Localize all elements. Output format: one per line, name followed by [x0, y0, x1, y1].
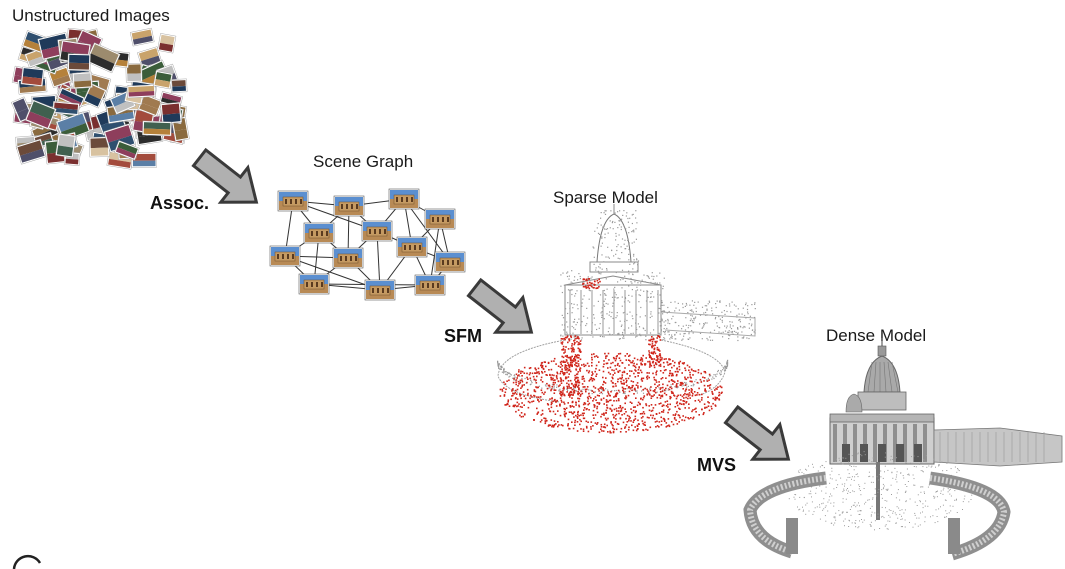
collage-photo: [131, 152, 157, 168]
mvs-step-label: MVS: [697, 455, 737, 475]
sparse-model-label: Sparse Model: [553, 188, 658, 207]
graph-node-photo: [364, 279, 396, 301]
collage-photo: [55, 133, 77, 158]
graph-node-photo: [361, 220, 393, 242]
collage-photo: [88, 136, 110, 158]
sparse-red-points: [499, 278, 723, 434]
mvs-arrow-icon: [723, 404, 791, 461]
graph-node-photo: [269, 245, 301, 267]
scene-graph-label: Scene Graph: [313, 152, 414, 171]
graph-node-photo: [388, 188, 420, 210]
dense-model-label: Dense Model: [826, 326, 927, 345]
corner-circle-fragment: [12, 554, 42, 569]
graph-edge: [403, 198, 451, 263]
graph-node-photo: [277, 190, 309, 212]
obelisk: [876, 462, 880, 520]
collage-photo: [20, 66, 45, 87]
graph-node-photo: [298, 273, 330, 295]
collage-photo: [72, 71, 93, 89]
collage-photo: [24, 99, 57, 130]
collage-photo: [85, 42, 121, 74]
collage-photo: [82, 83, 107, 109]
collage-photo: [52, 101, 80, 116]
sfm-step-label: SFM: [444, 326, 482, 346]
collage-photo: [170, 78, 188, 93]
collage-photo: [129, 27, 155, 47]
collage-photo: [15, 138, 47, 165]
graph-node-photo: [332, 247, 364, 269]
collage-photo: [157, 33, 177, 54]
graph-node-photo: [434, 251, 466, 273]
collage-photo: [114, 140, 140, 161]
collage-photo: [67, 53, 91, 72]
graph-node-photo: [396, 236, 428, 258]
graph-node-photo: [414, 274, 446, 296]
collage-photo: [125, 62, 143, 83]
dense-colonnades: [743, 471, 1011, 561]
graph-node-photo: [424, 208, 456, 230]
sfm-arrow-icon: [466, 277, 534, 334]
collage-photo: [126, 84, 156, 99]
collage-photo: [142, 120, 172, 137]
graph-node-photo: [333, 195, 365, 217]
collage-photo: [160, 102, 182, 125]
graph-edge: [284, 255, 381, 291]
assoc-step-label: Assoc.: [150, 193, 210, 213]
graph-node-photo: [303, 222, 335, 244]
collage-photo: [153, 70, 174, 90]
unstructured-images-label: Unstructured Images: [12, 6, 170, 25]
assoc-arrow-icon: [191, 147, 259, 204]
collage-photo: [137, 93, 163, 117]
dense-basilica: [829, 338, 1063, 520]
sparse-gray-points: [497, 210, 756, 395]
